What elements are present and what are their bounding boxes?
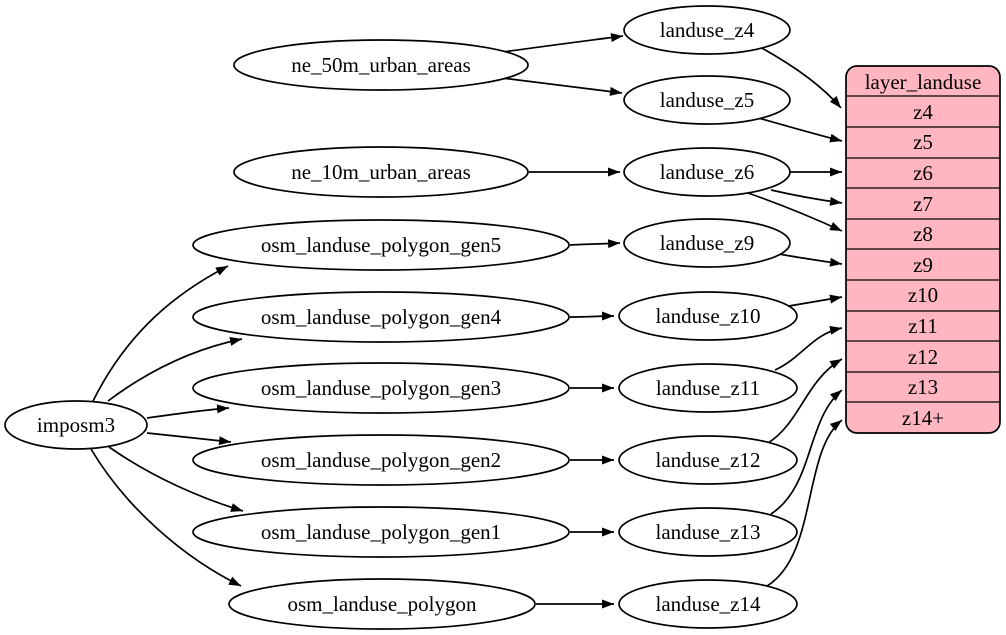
edge-imposm3-to-gen3 [146, 404, 230, 419]
edge-imposm3-to-gen4 [107, 336, 243, 402]
node-landuse-z12: landuse_z12 [618, 435, 798, 485]
node-ellipse [192, 291, 570, 343]
node-label: landuse_z9 [660, 231, 754, 255]
node-ne-50m-urban-areas: ne_50m_urban_areas [233, 39, 529, 91]
table-layer-landuse: layer_landuse z4 z5 z6 z7 z8 z9 z10 z11 … [845, 65, 1001, 434]
node-ellipse [228, 578, 536, 630]
node-imposm3: imposm3 [4, 400, 148, 450]
node-label: landuse_z12 [656, 448, 761, 472]
edge-gen4-to-landuse-z10 [569, 311, 615, 321]
node-ellipse [192, 362, 570, 414]
node-ellipse [618, 435, 798, 485]
edge-landuse-z10-to-row-z10 [788, 294, 843, 307]
node-label: osm_landuse_polygon_gen1 [261, 520, 501, 544]
node-label: landuse_z14 [656, 592, 761, 616]
edge-gen5-to-landuse-z9 [569, 239, 621, 249]
node-osm-landuse-polygon-gen5: osm_landuse_polygon_gen5 [192, 219, 570, 271]
node-ellipse [192, 506, 570, 558]
node-ellipse [192, 219, 570, 271]
table-row-z14plus: z14+ [902, 406, 944, 430]
edge-imposm3-to-gen1 [108, 446, 244, 512]
node-landuse-z11: landuse_z11 [618, 363, 798, 413]
node-landuse-z6: landuse_z6 [623, 147, 791, 197]
node-ellipse [233, 39, 529, 91]
node-ellipse [623, 147, 791, 197]
node-ellipse [618, 507, 798, 557]
edge-landuse-z14-to-row-z14plus [766, 419, 843, 587]
node-landuse-z9: landuse_z9 [623, 218, 791, 268]
edge-imposm3-to-polygon [90, 448, 242, 587]
table-row-z12: z12 [908, 345, 938, 369]
edge-ne50m-to-landuse-z4 [502, 33, 624, 53]
edge-landuse-z13-to-row-z13 [770, 389, 843, 515]
edge-imposm3-to-gen2 [146, 432, 232, 446]
node-label: landuse_z13 [656, 520, 761, 544]
node-osm-landuse-polygon: osm_landuse_polygon [228, 578, 536, 630]
node-label: osm_landuse_polygon_gen2 [261, 448, 501, 472]
node-label: imposm3 [37, 413, 115, 437]
node-ellipse [618, 363, 798, 413]
table-row-z10: z10 [908, 283, 938, 307]
node-label: landuse_z10 [656, 304, 761, 328]
node-label: ne_10m_urban_areas [291, 160, 471, 184]
node-label: landuse_z4 [660, 18, 755, 42]
node-landuse-z5: landuse_z5 [623, 75, 791, 125]
edge-landuse-z5-to-row-z5 [754, 116, 843, 143]
node-osm-landuse-polygon-gen2: osm_landuse_polygon_gen2 [192, 434, 570, 486]
node-label: osm_landuse_polygon [288, 592, 477, 616]
edges [90, 33, 843, 609]
edge-ne50m-to-landuse-z5 [501, 77, 623, 96]
node-label: landuse_z6 [660, 160, 754, 184]
node-osm-landuse-polygon-gen1: osm_landuse_polygon_gen1 [192, 506, 570, 558]
edge-landuse-z4-to-row-z4 [759, 46, 842, 109]
node-landuse-z13: landuse_z13 [618, 507, 798, 557]
table-row-z13: z13 [908, 375, 938, 399]
node-label: osm_landuse_polygon_gen3 [261, 376, 501, 400]
node-ellipse [192, 434, 570, 486]
node-ellipse [618, 291, 798, 341]
node-ellipse [623, 5, 791, 55]
node-landuse-z4: landuse_z4 [623, 5, 791, 55]
node-label: osm_landuse_polygon_gen5 [261, 233, 501, 257]
table-row-z6: z6 [913, 161, 933, 185]
node-osm-landuse-polygon-gen4: osm_landuse_polygon_gen4 [192, 291, 570, 343]
node-ne-10m-urban-areas: ne_10m_urban_areas [233, 146, 529, 198]
node-label: ne_50m_urban_areas [291, 53, 471, 77]
table-row-z5: z5 [913, 130, 933, 154]
edge-landuse-z11-to-row-z11 [774, 325, 843, 371]
node-ellipse [618, 579, 798, 629]
node-label: landuse_z11 [656, 376, 760, 400]
edge-imposm3-to-gen5 [91, 265, 229, 404]
node-label: osm_landuse_polygon_gen4 [261, 305, 502, 329]
edge-landuse-z6-to-row-z8 [747, 192, 843, 232]
edge-landuse-z6-to-row-z7 [770, 189, 843, 206]
node-ellipse [4, 400, 148, 450]
edge-landuse-z9-to-row-z9 [778, 253, 843, 267]
node-landuse-z10: landuse_z10 [618, 291, 798, 341]
edge-landuse-z12-to-row-z12 [767, 358, 843, 444]
node-osm-landuse-polygon-gen3: osm_landuse_polygon_gen3 [192, 362, 570, 414]
node-ellipse [233, 146, 529, 198]
node-ellipse [623, 218, 791, 268]
node-ellipse [623, 75, 791, 125]
table-row-z9: z9 [913, 253, 933, 277]
table-row-z4: z4 [913, 100, 933, 124]
table-row-z11: z11 [908, 314, 938, 338]
table-row-z8: z8 [913, 222, 933, 246]
table-title: layer_landuse [865, 70, 982, 94]
table-row-z7: z7 [913, 192, 933, 216]
node-landuse-z14: landuse_z14 [618, 579, 798, 629]
node-label: landuse_z5 [660, 88, 754, 112]
